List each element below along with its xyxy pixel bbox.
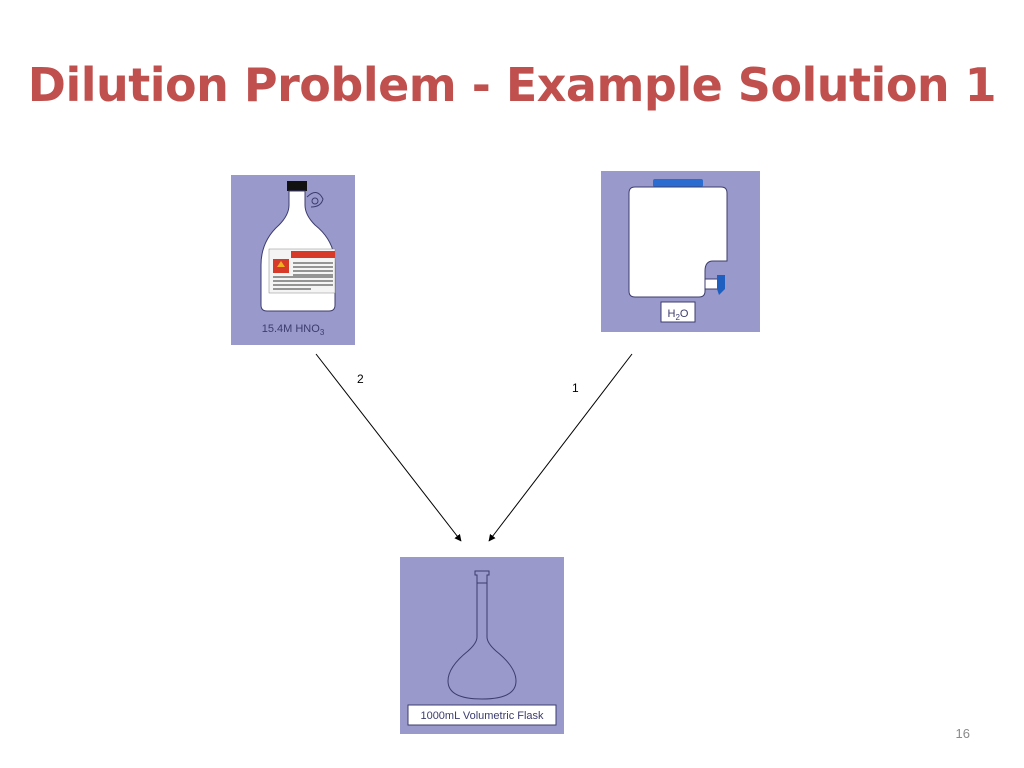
flask-label: 1000mL Volumetric Flask xyxy=(420,710,544,722)
step-label-acid: 2 xyxy=(357,372,364,386)
slide-title: Dilution Problem - Example Solution 1 xyxy=(27,58,997,112)
flask-tile: 1000mL Volumetric Flask xyxy=(400,557,564,734)
water-carboy-tile: H2O xyxy=(601,171,760,332)
water-label: H2O xyxy=(668,308,689,322)
acid-bottle-label: 15.4M HNO3 xyxy=(262,323,325,337)
page-number: 16 xyxy=(955,726,970,741)
water-carboy-icon: H2O xyxy=(601,171,760,332)
volumetric-flask-icon: 1000mL Volumetric Flask xyxy=(400,557,564,734)
arrow-water-to-flask xyxy=(488,353,633,542)
acid-bottle-tile: 15.4M HNO3 xyxy=(231,175,355,345)
arrow-acid-to-flask xyxy=(315,353,462,542)
step-label-water: 1 xyxy=(572,381,579,395)
acid-bottle-icon: 15.4M HNO3 xyxy=(231,175,355,345)
